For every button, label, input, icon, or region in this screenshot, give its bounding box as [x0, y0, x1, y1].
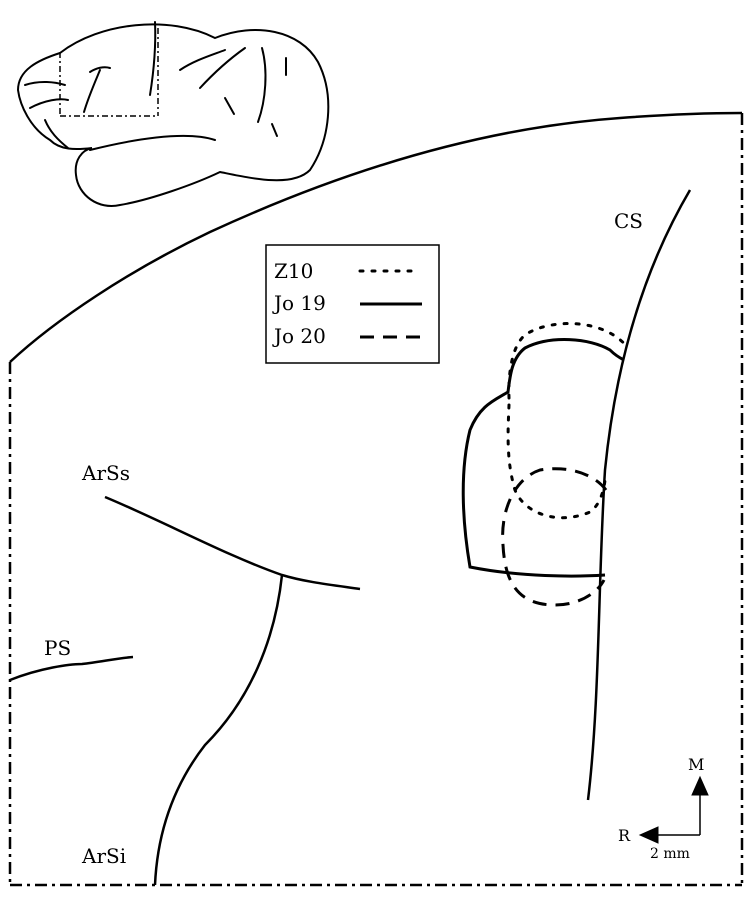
- brain-sulcus-7: [179, 49, 226, 71]
- brain-sulcus-5: [44, 119, 69, 149]
- brain-sulcus-8: [199, 47, 246, 89]
- medial-arrowhead: [691, 775, 709, 796]
- central-sulcus: [586, 189, 692, 801]
- brain-sulcus-11: [271, 123, 278, 137]
- brain-sulcus-4: [83, 69, 101, 113]
- brain-sulcus-6: [149, 21, 157, 96]
- legend-box: [265, 244, 440, 364]
- brain-thumbnail: [16, 21, 330, 207]
- rostral-arrowhead: [638, 826, 659, 844]
- orientation-indicator: M R 2 mm: [618, 755, 709, 862]
- arcuate-sulcus-inferior: [153, 574, 284, 886]
- legend: Z10 Jo 19 Jo 20: [265, 244, 440, 364]
- brain-sulcus-2: [29, 98, 69, 109]
- label-arsi: ArSi: [81, 844, 126, 868]
- region-jo20: [501, 467, 608, 607]
- map-frame: [8, 113, 744, 887]
- label-medial: M: [688, 755, 704, 774]
- region-z10: [506, 322, 630, 520]
- label-arss: ArSs: [81, 461, 130, 485]
- brain-sulcus-3: [89, 66, 111, 73]
- brain-sulcus-12: [224, 97, 235, 115]
- cortex-edge: [9, 111, 743, 363]
- brain-sulcus-9: [257, 47, 267, 123]
- label-rostral: R: [618, 826, 631, 845]
- legend-label-jo20: Jo 20: [272, 324, 326, 348]
- brain-inset-box: [59, 28, 159, 117]
- region-jo19: [461, 338, 625, 578]
- legend-label-z10: Z10: [274, 259, 313, 283]
- brain-temporal-edge: [89, 134, 216, 151]
- brain-outline: [16, 23, 330, 207]
- brain-sulcus-1: [24, 81, 66, 86]
- label-scale: 2 mm: [650, 846, 690, 862]
- arcuate-sulcus-superior: [104, 495, 361, 591]
- principal-sulcus: [9, 655, 134, 682]
- label-cs: CS: [614, 209, 643, 233]
- label-ps: PS: [44, 636, 71, 660]
- legend-label-jo19: Jo 19: [272, 291, 326, 315]
